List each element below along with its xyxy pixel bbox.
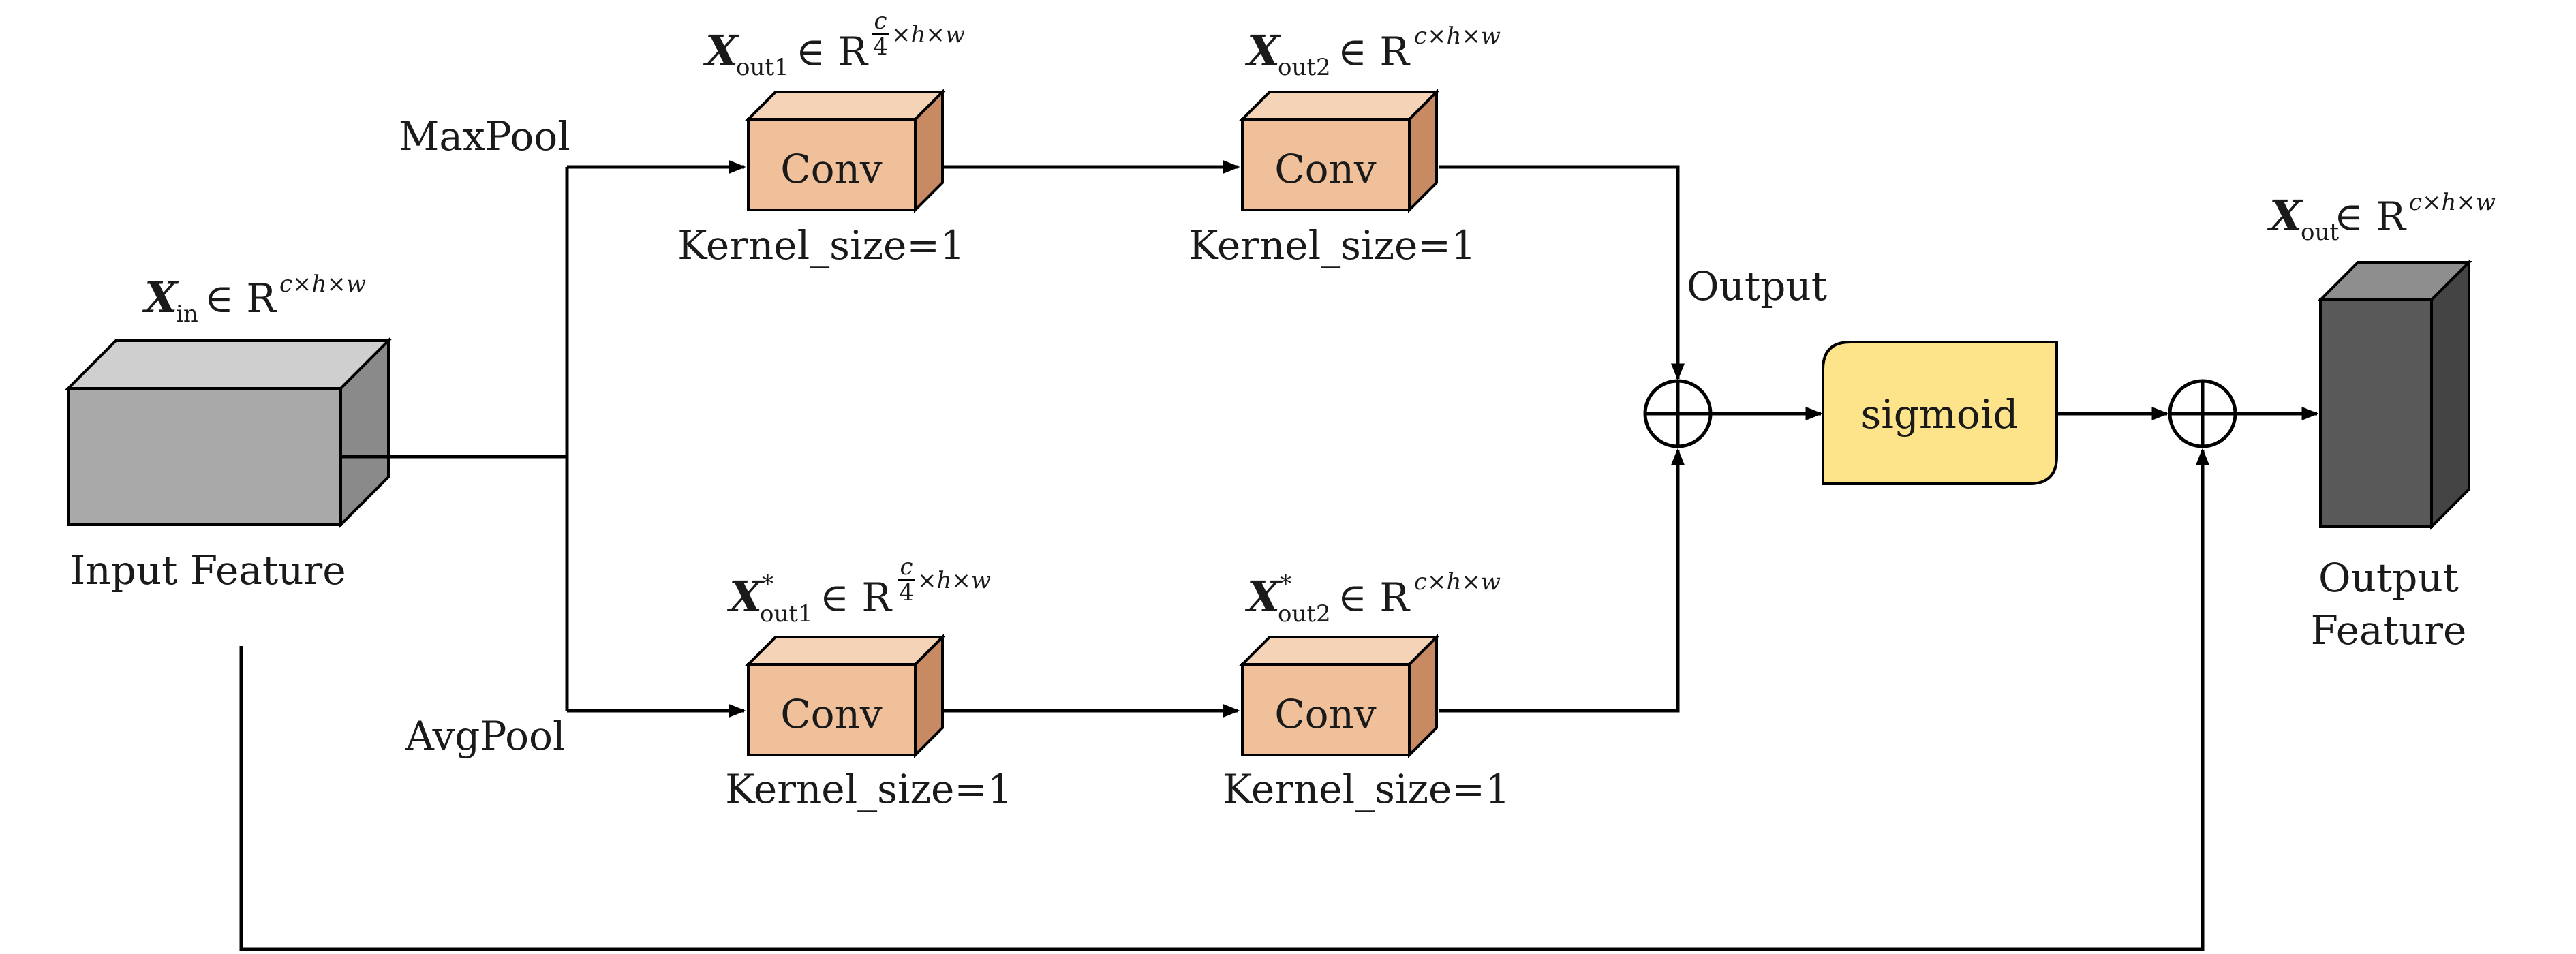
- input-formula-sub: in: [176, 301, 198, 328]
- output-feature-label-line2: Feature: [2311, 607, 2467, 653]
- add-node-2: [2168, 379, 2237, 448]
- svg-text:X: X: [1244, 26, 1282, 76]
- svg-text:×h×w: ×h×w: [917, 567, 991, 594]
- kernel-label-2: Kernel_size=1: [1189, 222, 1476, 268]
- add-node-1: [1643, 379, 1713, 448]
- svg-text:X: X: [2267, 191, 2304, 241]
- conv4-to-add-line: [1439, 448, 1685, 713]
- conv-label-2: Conv: [1274, 146, 1377, 192]
- kernel-label-4: Kernel_size=1: [1223, 766, 1510, 812]
- svg-text:*: *: [762, 570, 773, 598]
- input-feature-label: Input Feature: [70, 547, 346, 594]
- output-feature-label-line1: Output: [2318, 555, 2459, 601]
- out2-formula: X out2 ∈ R c×h×w: [1244, 22, 1501, 81]
- sigmoid-label: sigmoid: [1860, 391, 2018, 437]
- svg-text:X: X: [726, 572, 764, 621]
- svg-text:∈ R: ∈ R: [1338, 29, 1411, 75]
- conv-label-3: Conv: [780, 691, 883, 737]
- svg-text:4: 4: [899, 579, 914, 606]
- conv-block-bottom-1: Conv: [745, 634, 946, 758]
- output-formula: X out ∈ R c×h×w: [2267, 189, 2496, 246]
- svg-text:c: c: [874, 7, 887, 35]
- svg-text:c: c: [900, 553, 913, 581]
- svg-text:c×h×w: c×h×w: [1414, 568, 1501, 596]
- svg-text:c×h×w: c×h×w: [1414, 22, 1501, 50]
- svg-text:out1: out1: [760, 600, 813, 628]
- output-feature-block: [2317, 259, 2472, 530]
- svg-text:∈ R: ∈ R: [2334, 194, 2407, 240]
- connections: [239, 160, 2319, 951]
- input-block-front: [67, 387, 342, 526]
- out2-star-formula: X * out2 ∈ R c×h×w: [1244, 568, 1501, 628]
- conv-label-1: Conv: [780, 146, 883, 192]
- conv-block-top-2: Conv: [1239, 89, 1440, 213]
- kernel-label-1: Kernel_size=1: [677, 222, 965, 268]
- svg-text:X: X: [703, 26, 740, 76]
- input-feature-block: [65, 337, 392, 528]
- svg-text:*: *: [1280, 570, 1291, 598]
- out1-star-formula: X * out1 ∈ R c 4 ×h×w: [726, 553, 991, 628]
- svg-text:∈ R: ∈ R: [820, 574, 893, 621]
- input-formula-rel: ∈ R: [204, 275, 277, 322]
- svg-text:∈ R: ∈ R: [1338, 574, 1411, 621]
- kernel-label-3: Kernel_size=1: [725, 766, 1013, 812]
- conv-block-top-1: Conv: [745, 89, 946, 213]
- svg-text:out2: out2: [1278, 600, 1331, 628]
- conv2-to-add-line: [1439, 165, 1685, 381]
- maxpool-label: MaxPool: [399, 113, 570, 159]
- skip-connection-line: [239, 448, 2209, 951]
- svg-text:∈ R: ∈ R: [796, 29, 869, 75]
- svg-text:out1: out1: [736, 54, 789, 81]
- svg-text:4: 4: [873, 33, 888, 61]
- svg-text:c×h×w: c×h×w: [2409, 189, 2496, 216]
- input-block-top: [65, 339, 392, 390]
- svg-text:X: X: [1244, 572, 1282, 621]
- conv-block-bottom-2: Conv: [1239, 634, 1440, 758]
- sigmoid-block: sigmoid: [1822, 341, 2058, 485]
- input-formula: X in ∈ R c×h×w: [142, 271, 366, 328]
- output-label: Output: [1687, 263, 1827, 309]
- svg-text:out: out: [2301, 219, 2339, 246]
- out1-formula: X out1 ∈ R c 4 ×h×w: [703, 7, 965, 81]
- avgpool-label: AvgPool: [405, 713, 566, 759]
- svg-text:×h×w: ×h×w: [891, 21, 965, 48]
- svg-text:out2: out2: [1278, 54, 1331, 81]
- input-formula-sup: c×h×w: [279, 271, 366, 298]
- input-formula-var: X: [142, 273, 179, 322]
- conv-label-4: Conv: [1274, 691, 1377, 737]
